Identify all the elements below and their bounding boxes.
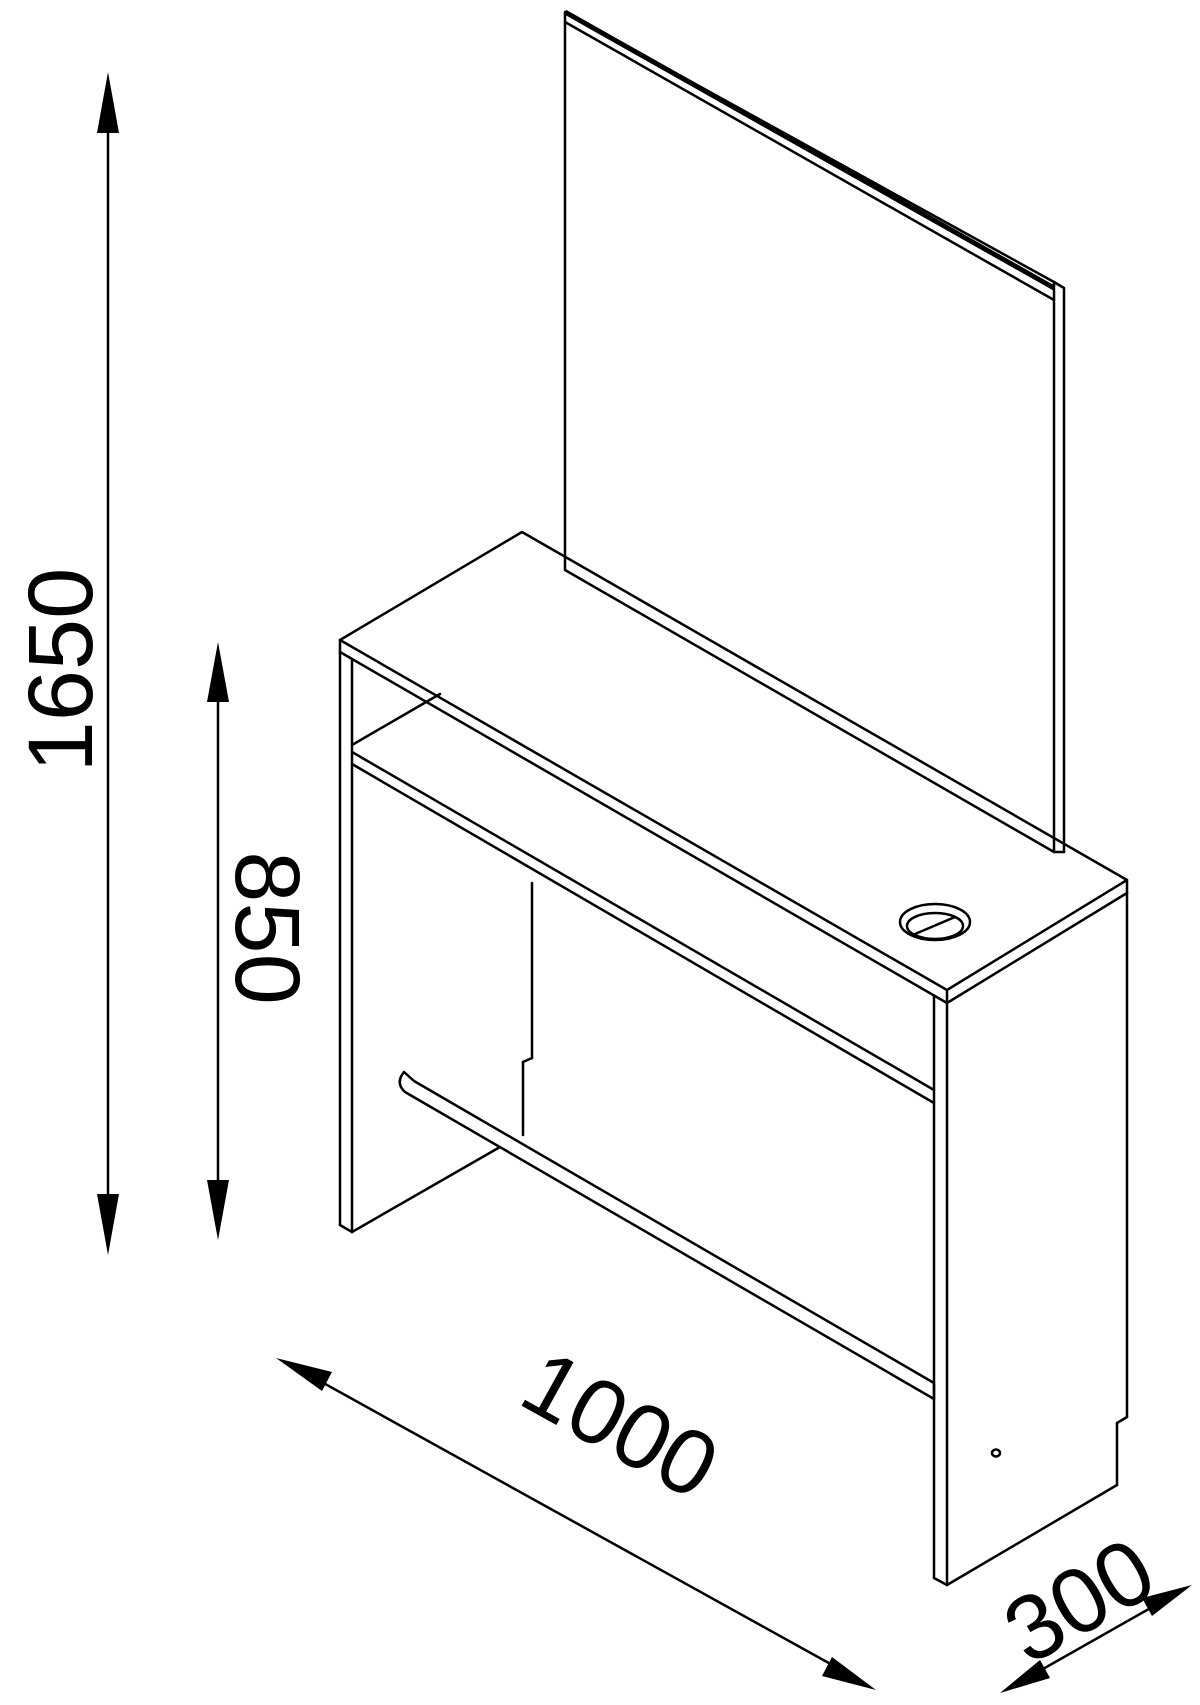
dimension-desk-height: 850: [207, 642, 318, 1240]
shelf: [350, 750, 936, 1105]
arrow-down-icon: [97, 1194, 119, 1255]
grommet-icon: [898, 902, 972, 942]
mirror-panel: [563, 9, 1066, 854]
dimension-depth: 300: [988, 1519, 1192, 1693]
arrow-right-icon: [1142, 1585, 1192, 1616]
arrow-up-icon: [97, 72, 119, 133]
back-board: [521, 881, 534, 1137]
arrow-left-icon: [1000, 1660, 1050, 1693]
total-height-label: 1650: [10, 568, 112, 773]
desk-top: [338, 530, 1129, 1005]
dimension-width: 1000: [276, 1331, 876, 1690]
depth-label: 300: [988, 1519, 1172, 1684]
arrow-up-icon: [207, 642, 229, 702]
arrow-left-icon: [276, 1358, 332, 1391]
arrow-down-icon: [207, 1180, 229, 1240]
right-side-panel: [932, 891, 1129, 1587]
width-label: 1000: [506, 1331, 734, 1519]
dimension-total-height: 1650: [10, 72, 119, 1255]
arrow-right-icon: [822, 1657, 876, 1690]
left-side-panel: [338, 650, 502, 1234]
desk-height-label: 850: [216, 851, 318, 1005]
foot-rail: [398, 1070, 936, 1401]
